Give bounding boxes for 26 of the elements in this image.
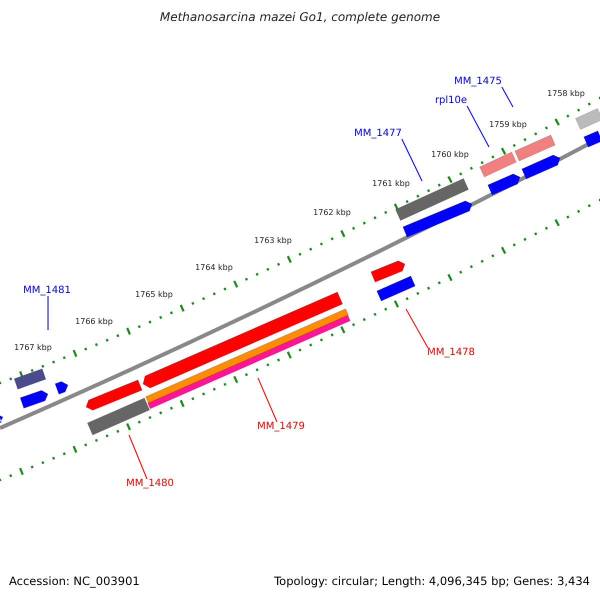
position-label: 1760 kbp <box>431 151 469 159</box>
gene-label: MM_1475 <box>454 77 502 87</box>
gene-label: rpl10e <box>434 96 468 106</box>
position-label: 1767 kbp <box>14 344 52 352</box>
map-title: Methanosarcina mazei Go1, complete genome <box>158 11 442 23</box>
position-label: 1765 kbp <box>135 291 173 299</box>
position-label: 1761 kbp <box>372 180 410 188</box>
position-label: 1764 kbp <box>195 264 233 272</box>
gene-label: MM_1477 <box>354 129 402 139</box>
position-label: 1759 kbp <box>489 121 527 129</box>
position-label: 1762 kbp <box>313 209 351 217</box>
leader-line <box>501 86 514 108</box>
position-label: 1766 kbp <box>75 318 113 326</box>
gene-label: MM_1479 <box>257 422 305 432</box>
genome-summary: Topology: circular; Length: 4,096,345 bp; Genes: 3,434 <box>274 576 590 588</box>
position-label: 1758 kbp <box>547 90 585 98</box>
leader-line <box>258 378 278 422</box>
leader-line <box>466 106 490 148</box>
leader-line <box>128 434 148 480</box>
accession-label: Accession: NC_003901 <box>9 576 140 588</box>
gene-label: MM_1478 <box>427 348 475 358</box>
leader-line <box>406 308 428 348</box>
gene-label: MM_1480 <box>126 479 174 489</box>
gene-label: MM_1481 <box>23 286 71 296</box>
position-label: 1763 kbp <box>254 237 292 245</box>
leader-line <box>401 138 422 182</box>
